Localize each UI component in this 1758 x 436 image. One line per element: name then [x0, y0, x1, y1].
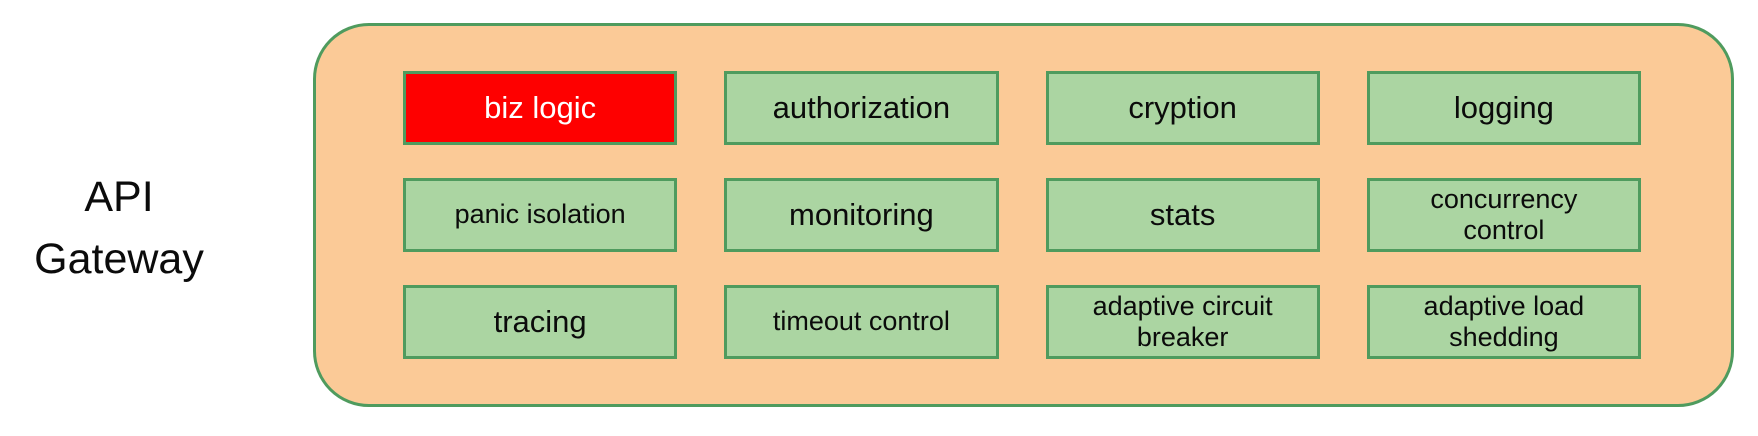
module-box-concurrency-control: concurrency control	[1366, 178, 1641, 252]
module-box-monitoring: monitoring	[724, 178, 999, 252]
module-box-authorization: authorization	[724, 71, 999, 145]
api-gateway-container: biz logic authorization cryption logging…	[313, 23, 1734, 407]
module-box-adaptive-load-shedding: adaptive load shedding	[1366, 285, 1641, 359]
api-gateway-label: API Gateway	[34, 173, 204, 283]
module-box-stats: stats	[1045, 178, 1320, 252]
module-box-biz-logic: biz logic	[403, 71, 678, 145]
module-box-logging: logging	[1366, 71, 1641, 145]
module-box-timeout-control: timeout control	[724, 285, 999, 359]
module-box-cryption: cryption	[1045, 71, 1320, 145]
module-box-adaptive-circuit-breaker: adaptive circuit breaker	[1045, 285, 1320, 359]
module-box-tracing: tracing	[403, 285, 678, 359]
module-box-panic-isolation: panic isolation	[403, 178, 678, 252]
